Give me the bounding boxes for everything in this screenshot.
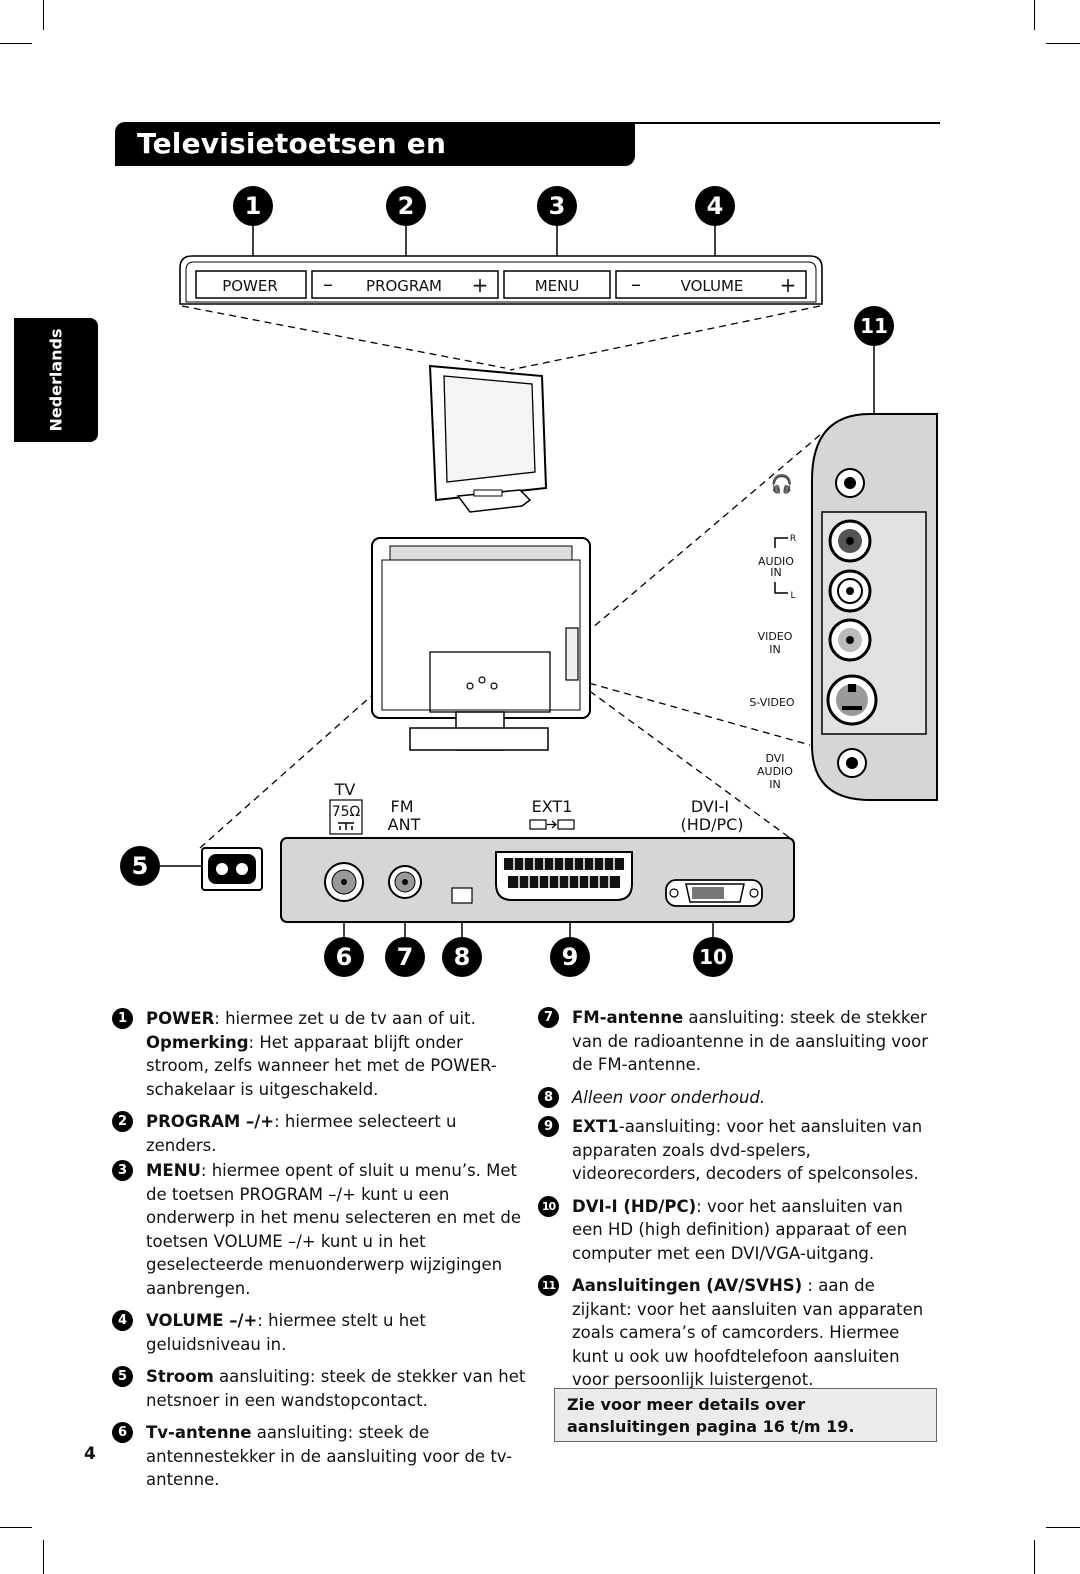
crop-mark [0, 43, 32, 44]
page-title: Televisietoetsen en aansluitingen [115, 122, 635, 204]
title-rule [630, 122, 940, 124]
crop-mark [1046, 43, 1080, 44]
svg-text:(HD/PC): (HD/PC) [680, 815, 743, 834]
list-item: 7 FM-antenne aansluiting: steek de stekk… [538, 1006, 934, 1077]
svg-text:AUDIO: AUDIO [757, 765, 793, 778]
power-socket [201, 847, 263, 891]
callout-7: 7 [385, 937, 425, 977]
callout-3: 3 [537, 186, 577, 226]
program-plus: + [472, 273, 489, 297]
item-number: 8 [538, 1086, 559, 1108]
item-number: 11 [538, 1275, 559, 1296]
projection-lines [181, 305, 821, 849]
svg-text:FM: FM [390, 797, 413, 816]
svg-text:TV: TV [334, 780, 356, 799]
svg-text:DVI-I: DVI-I [691, 797, 729, 816]
item-number: 7 [538, 1007, 559, 1028]
crop-mark [1034, 1540, 1035, 1574]
callout-10: 10 [693, 937, 733, 977]
crop-mark [43, 0, 44, 30]
svg-text:VIDEO: VIDEO [758, 630, 793, 643]
svg-text:L: L [790, 591, 795, 601]
list-item: 1 POWER: hiermee zet u de tv aan of uit.… [112, 1007, 530, 1101]
list-item: 11 Aansluitingen (AV/SVHS) : aan de zijk… [538, 1274, 934, 1392]
item-number: 9 [538, 1116, 559, 1137]
program-label: PROGRAM [366, 277, 442, 295]
svg-text:EXT1: EXT1 [532, 797, 573, 816]
svg-text:IN: IN [769, 643, 780, 656]
callout-9: 9 [550, 937, 590, 977]
tv-back-illustration [371, 537, 591, 751]
side-connector-panel [811, 413, 938, 801]
list-item: 3 MENU: hiermee opent of sluit u menu’s.… [112, 1159, 530, 1300]
crop-mark [0, 1527, 32, 1528]
list-item: 6 Tv-antenne aansluiting: steek de anten… [112, 1421, 530, 1492]
dvi-connector [665, 879, 763, 907]
crop-mark [1034, 0, 1035, 30]
program-button [311, 270, 499, 299]
list-item: 4 VOLUME –/+: hiermee stelt u het geluid… [112, 1309, 530, 1356]
callout-11: 11 [854, 306, 894, 346]
menu-label: MENU [535, 277, 580, 295]
item-number: 5 [112, 1366, 133, 1387]
volume-button [615, 270, 807, 299]
list-item: 9 EXT1-aansluiting: voor het aansluiten … [538, 1115, 934, 1186]
menu-button [503, 270, 611, 299]
item-number: 2 [112, 1111, 133, 1132]
svg-text:S-VIDEO: S-VIDEO [749, 696, 794, 709]
list-item: 2 PROGRAM –/+: hiermee selecteert u zend… [112, 1110, 530, 1157]
control-strip: POWER – PROGRAM + MENU – VOLUME + [179, 255, 823, 305]
svg-text:IN: IN [769, 778, 780, 791]
item-number: 3 [112, 1160, 133, 1181]
callout-4: 4 [695, 186, 735, 226]
tv-front-illustration [428, 364, 548, 513]
side-panel-labels: 🎧 R AUDIO IN L VIDEO IN S-VIDEO DVI AUDI… [749, 473, 796, 791]
language-tab: Nederlands [14, 318, 98, 442]
svg-text:DVI: DVI [765, 752, 784, 765]
crop-mark [43, 1540, 44, 1574]
volume-minus: – [631, 272, 641, 296]
item-number: 4 [112, 1310, 133, 1331]
callout-2: 2 [386, 186, 426, 226]
item-number: 10 [538, 1195, 559, 1217]
svg-text:R: R [790, 534, 796, 544]
callout-8: 8 [442, 937, 482, 977]
item-number: 1 [112, 1008, 133, 1029]
crop-mark [1046, 1527, 1080, 1528]
service-port [451, 887, 473, 904]
callout-1: 1 [233, 186, 273, 226]
rear-panel-labels: TV 75Ω FM ANT EXT1 DVI-I (HD/PC) [329, 780, 744, 835]
volume-label: VOLUME [681, 277, 744, 295]
see-also-note: Zie voor meer details over aansluitingen… [554, 1388, 937, 1442]
callout-6: 6 [324, 937, 364, 977]
volume-plus: + [780, 273, 797, 297]
tv-controls-diagram: POWER – PROGRAM + MENU – VOLUME + [154, 224, 938, 938]
svg-text:ANT: ANT [388, 815, 421, 834]
svg-text:75Ω: 75Ω [332, 804, 361, 820]
rear-connector-panel [280, 837, 795, 923]
page-number: 4 [84, 1444, 96, 1464]
program-minus: – [323, 272, 333, 296]
headphone-icon: 🎧 [771, 473, 793, 495]
left-description-list: 1 POWER: hiermee zet u de tv aan of uit.… [112, 1007, 530, 1501]
list-item: 10 DVI-I (HD/PC): voor het aansluiten va… [538, 1195, 934, 1266]
callout-5: 5 [120, 846, 160, 886]
svg-text:AUDIO: AUDIO [758, 555, 794, 568]
power-label: POWER [222, 277, 278, 295]
right-description-list: 7 FM-antenne aansluiting: steek de stekk… [538, 1006, 934, 1401]
power-button [195, 270, 307, 299]
item-number: 6 [112, 1422, 133, 1443]
list-item: 8 Alleen voor onderhoud. [538, 1086, 934, 1110]
svg-text:IN: IN [770, 566, 781, 579]
list-item: 5 Stroom aansluiting: steek de stekker v… [112, 1365, 530, 1412]
